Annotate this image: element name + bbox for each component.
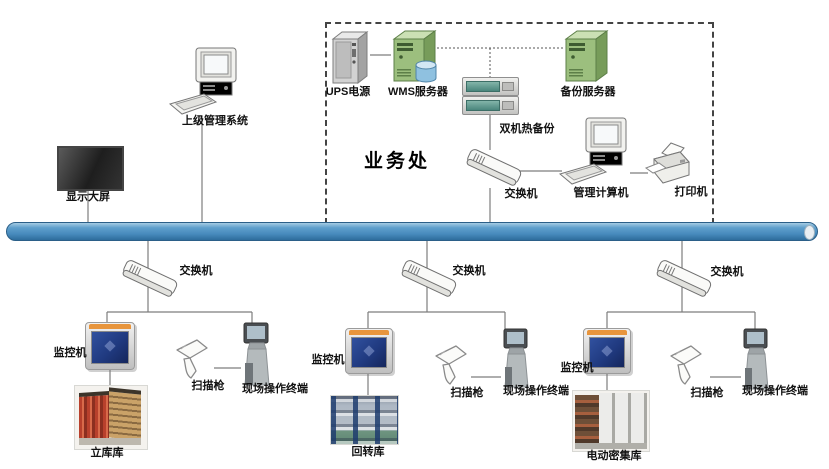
- management-computer-icon: [558, 117, 627, 185]
- printer-label: 打印机: [674, 186, 708, 198]
- branch3-scanner-icon: [670, 345, 702, 385]
- branch3-storage-photo: [572, 390, 650, 452]
- branch3-terminal-label: 现场操作终端: [742, 385, 808, 397]
- display-wall-icon: [57, 146, 124, 191]
- hot-standby-label: 双机热备份: [499, 123, 555, 135]
- branch1-terminal-icon: [243, 322, 270, 386]
- branch1-scanner-label: 扫描枪: [191, 380, 225, 392]
- branch2-scanner-label: 扫描枪: [450, 387, 484, 399]
- office-title: 业务处: [363, 151, 431, 172]
- hot-standby-unit-2-icon: [462, 96, 519, 115]
- wms-server-label: WMS服务器: [388, 86, 448, 98]
- branch1-switch-label: 交换机: [179, 265, 213, 277]
- branch2-scanner-icon: [435, 345, 467, 385]
- branch1-monitor-icon: [85, 322, 135, 370]
- branch3-switch-icon: [656, 260, 712, 297]
- branch3-switch-label: 交换机: [710, 266, 744, 278]
- upper-system-computer-icon: [168, 47, 237, 115]
- database-cylinder-icon: [415, 60, 437, 83]
- backup-server-label: 备份服务器: [560, 86, 616, 98]
- branch3-terminal-icon: [743, 328, 769, 390]
- branch1-scanner-icon: [176, 339, 208, 379]
- branch2-switch-label: 交换机: [452, 265, 486, 277]
- branch1-storage-label: 立库库: [90, 447, 124, 459]
- branch2-monitor-icon: [345, 328, 393, 374]
- office-switch-icon: [466, 149, 522, 186]
- branch3-scanner-label: 扫描枪: [690, 387, 724, 399]
- branch3-monitor-icon: [583, 328, 631, 374]
- office-dashed-boundary: [325, 22, 714, 224]
- branch2-terminal-label: 现场操作终端: [503, 385, 569, 397]
- backup-server-icon: [564, 30, 609, 82]
- management-computer-label: 管理计算机: [573, 187, 629, 199]
- upper-system-label: 上级管理系统: [182, 115, 248, 127]
- branch1-terminal-label: 现场操作终端: [242, 383, 308, 395]
- branch2-terminal-icon: [503, 328, 529, 388]
- office-switch-label: 交换机: [504, 188, 538, 200]
- branch1-switch-icon: [122, 260, 178, 297]
- wms-server-icon: [392, 30, 437, 82]
- branch2-monitor-label: 监控机: [311, 354, 345, 366]
- branch2-storage-photo: [330, 395, 399, 445]
- ups-icon: [331, 30, 369, 85]
- hot-standby-unit-1-icon: [462, 77, 519, 96]
- branch2-storage-label: 回转库: [351, 446, 385, 458]
- display-wall-label: 显示大屏: [66, 191, 110, 203]
- branch3-monitor-label: 监控机: [560, 362, 594, 374]
- branch2-switch-icon: [401, 260, 457, 297]
- branch1-storage-photo: [74, 385, 148, 450]
- branch1-monitor-label: 监控机: [53, 347, 87, 359]
- branch3-storage-label: 电动密集库: [586, 450, 642, 462]
- ups-label: UPS电源: [325, 86, 371, 98]
- printer-icon: [644, 142, 690, 184]
- network-bus: [6, 222, 818, 241]
